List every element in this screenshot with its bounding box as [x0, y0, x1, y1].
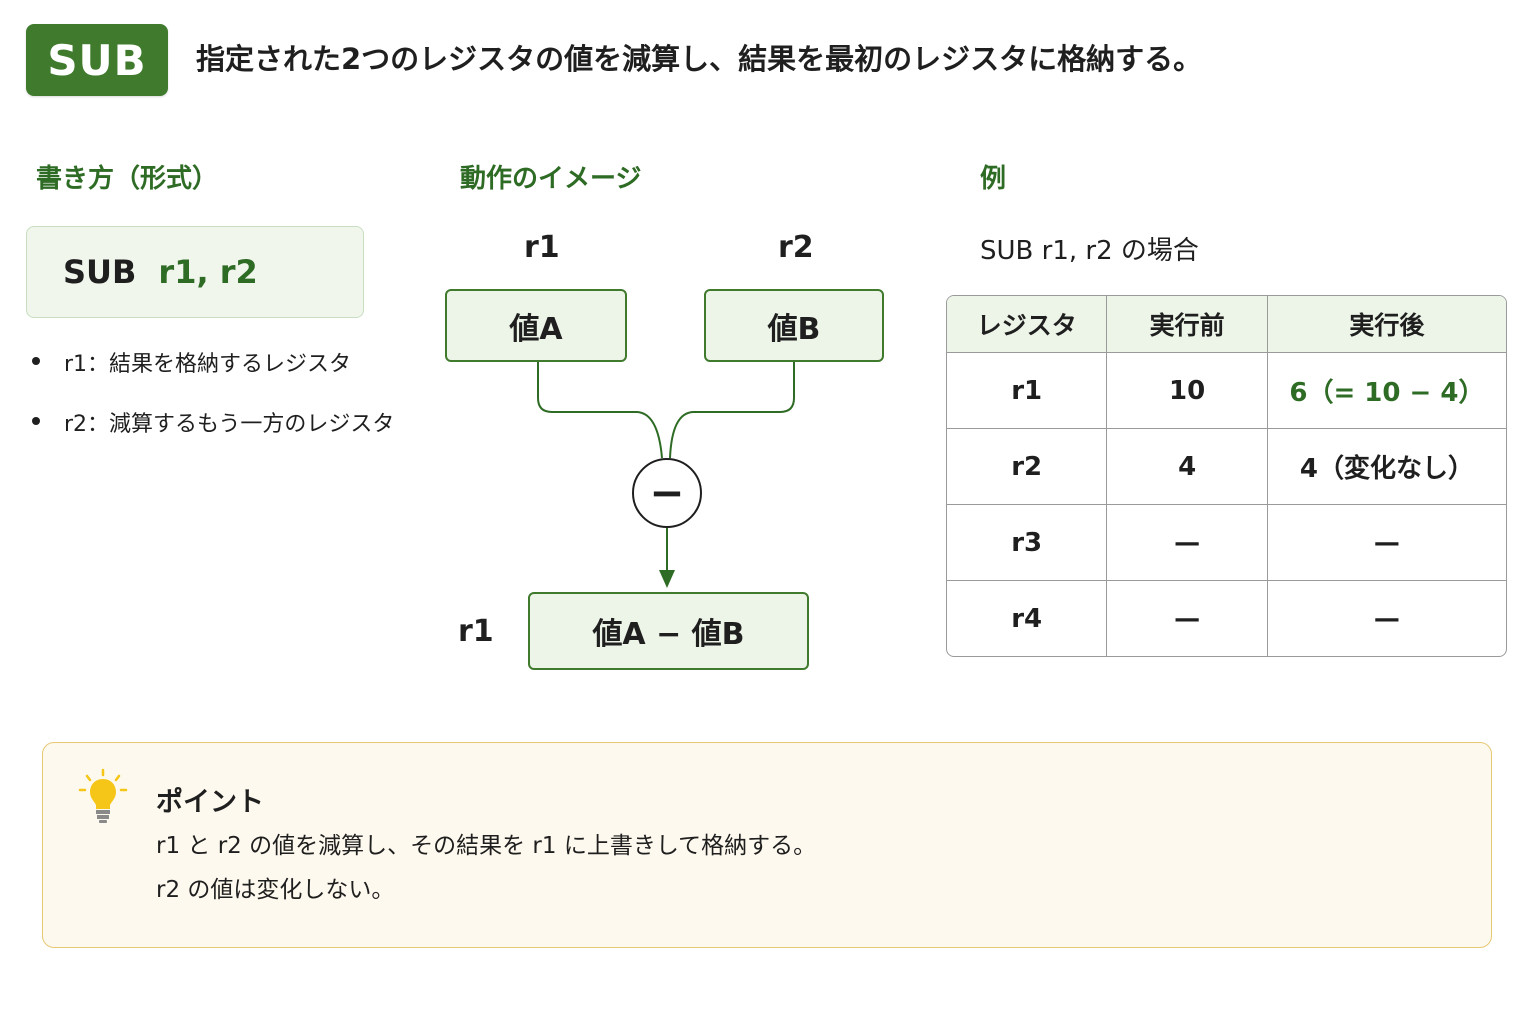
- table-cell-highlight: 6（= 10 − 4）: [1267, 353, 1506, 429]
- connector-left: [537, 362, 663, 459]
- result-register-label: r1: [458, 614, 494, 649]
- table-cell: r4: [947, 581, 1108, 656]
- list-item: r2：減算するもう一方のレジスタ: [26, 406, 394, 466]
- format-syntax-box: SUB r1, r2: [26, 226, 364, 318]
- minus-operator-icon: −: [632, 458, 702, 528]
- format-opcode: SUB: [63, 253, 137, 291]
- table-header-row: レジスタ 実行前 実行後: [947, 296, 1506, 353]
- connector-right: [669, 362, 795, 459]
- list-item: r1：結果を格納するレジスタ: [26, 346, 394, 406]
- table-cell: 10: [1107, 353, 1268, 429]
- column-header: 実行後: [1267, 296, 1506, 353]
- example-caption: SUB r1, r2 の場合: [980, 236, 1199, 266]
- left-register-label: r1: [524, 230, 560, 265]
- right-register-label: r2: [778, 230, 814, 265]
- column-header: レジスタ: [947, 296, 1108, 353]
- table-row: r4 — —: [947, 581, 1506, 656]
- value-a-box: 値A: [445, 289, 627, 362]
- point-text-line-2: r2 の値は変化しない。: [156, 877, 395, 903]
- table-row: r3 — —: [947, 505, 1506, 581]
- table-cell: r3: [947, 505, 1108, 581]
- bullet-icon: [32, 417, 40, 425]
- operand-description-list: r1：結果を格納するレジスタ r2：減算するもう一方のレジスタ: [26, 346, 394, 466]
- result-value-box: 値A − 値B: [528, 592, 809, 670]
- instruction-badge: SUB: [26, 24, 168, 96]
- format-operands: r1, r2: [158, 253, 258, 291]
- point-callout: [42, 742, 1492, 948]
- column-header: 実行前: [1107, 296, 1268, 353]
- table-cell: —: [1107, 505, 1268, 581]
- instruction-description: 指定された2つのレジスタの値を減算し、結果を最初のレジスタに格納する。: [196, 42, 1203, 76]
- table-cell: 4: [1107, 429, 1268, 505]
- value-b-box: 値B: [704, 289, 884, 362]
- arrow-head: [659, 570, 675, 588]
- table-cell: —: [1267, 505, 1506, 581]
- point-text-line-1: r1 と r2 の値を減算し、その結果を r1 に上書きして格納する。: [156, 833, 817, 859]
- table-cell: —: [1373, 603, 1400, 634]
- example-heading: 例: [980, 164, 1007, 194]
- table-cell: r1: [947, 353, 1108, 429]
- lightbulb-icon: [78, 768, 128, 823]
- format-heading: 書き方（形式）: [36, 164, 219, 194]
- operand-description: r1：結果を格納するレジスタ: [64, 352, 352, 377]
- register-table: レジスタ 実行前 実行後 r1 10 6（= 10 − 4） r2 4 4（変化…: [946, 295, 1507, 657]
- table-row: r1 10 6（= 10 − 4）: [947, 353, 1506, 429]
- operand-description: r2：減算するもう一方のレジスタ: [64, 412, 395, 437]
- bullet-icon: [32, 357, 40, 365]
- diagram-heading: 動作のイメージ: [460, 164, 642, 194]
- table-cell: 4（変化なし）: [1267, 429, 1506, 505]
- table-cell: r2: [947, 429, 1108, 505]
- point-title: ポイント: [156, 787, 264, 818]
- table-cell: —: [1107, 581, 1268, 656]
- table-row: r2 4 4（変化なし）: [947, 429, 1506, 505]
